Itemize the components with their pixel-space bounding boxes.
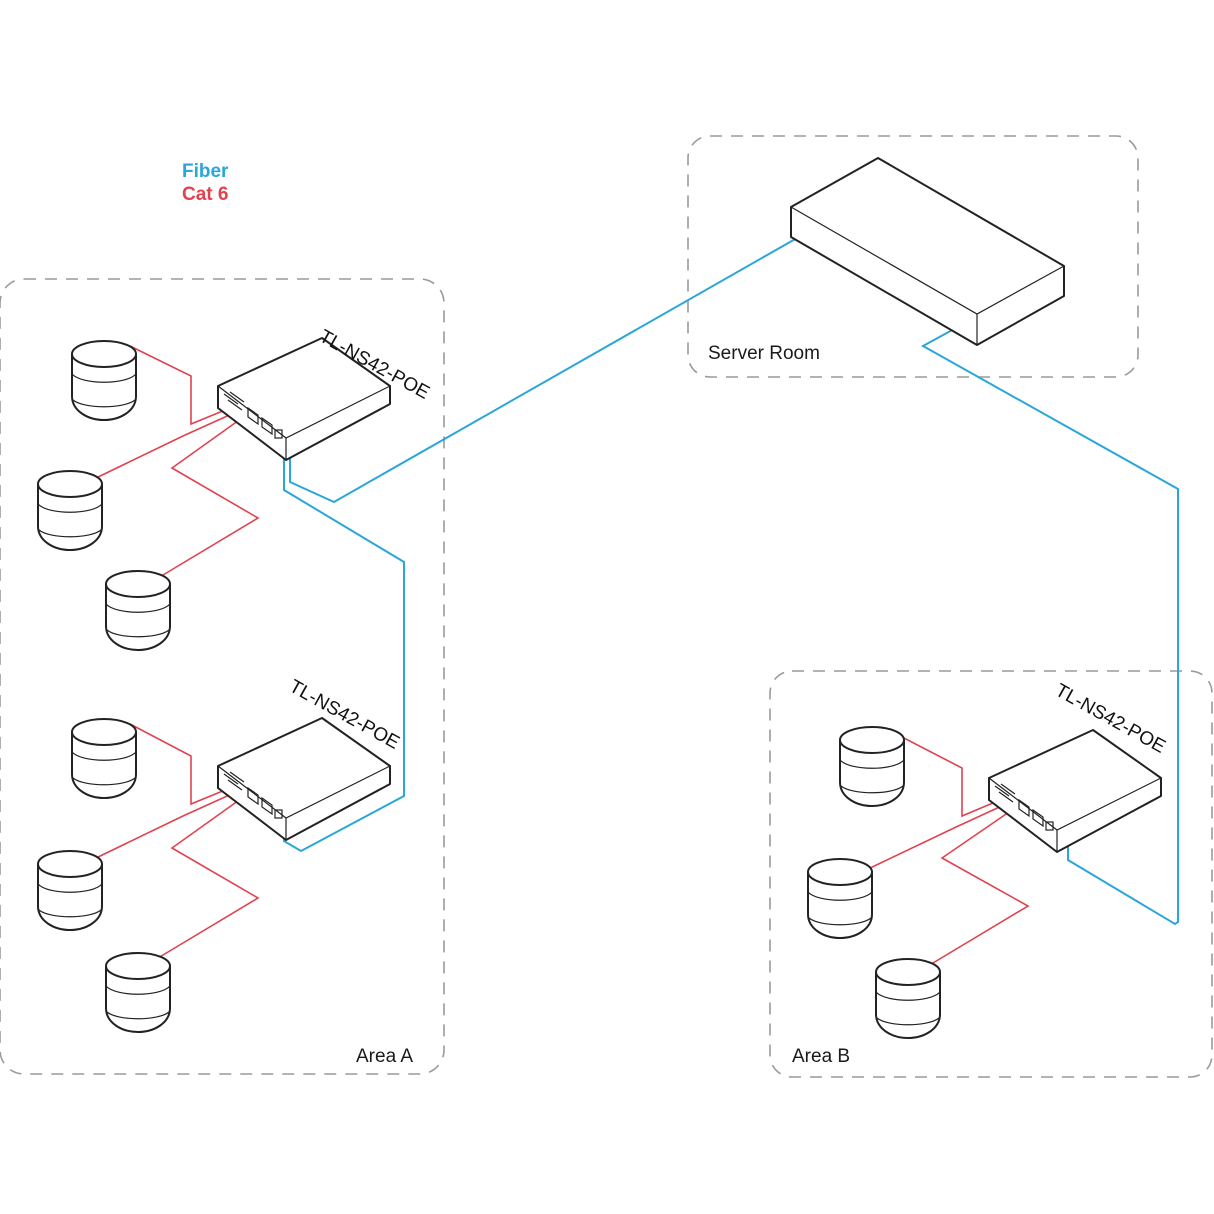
camera-icon bbox=[105, 570, 171, 651]
fiber-links bbox=[283, 237, 1179, 926]
cat6-link bbox=[899, 735, 1001, 818]
camera-icon bbox=[875, 958, 941, 1039]
server-room-label: Server Room bbox=[708, 343, 820, 364]
area-b-label: Area B bbox=[792, 1046, 850, 1067]
fiber-link-a1-server bbox=[289, 237, 798, 504]
cat6-link bbox=[95, 411, 237, 479]
cat6-link bbox=[927, 809, 1030, 967]
fiber-link-server-b1 bbox=[920, 322, 1179, 926]
cat6-links-a1 bbox=[95, 345, 260, 579]
cat6-link bbox=[95, 791, 237, 859]
legend-fiber: Fiber bbox=[182, 161, 229, 182]
camera-icon bbox=[71, 340, 137, 421]
camera-icon bbox=[37, 850, 103, 931]
camera-icon bbox=[839, 726, 905, 807]
legend-cat6: Cat 6 bbox=[182, 184, 228, 205]
camera-icon bbox=[37, 470, 103, 551]
cat6-links-a2 bbox=[95, 723, 260, 959]
cat6-link bbox=[157, 417, 260, 579]
camera-icon bbox=[105, 952, 171, 1033]
cat6-link bbox=[157, 797, 260, 959]
zone-area-b bbox=[769, 670, 1213, 1078]
cat6-link bbox=[129, 345, 231, 426]
legend: Fiber Cat 6 bbox=[182, 161, 229, 205]
cat6-links-b1 bbox=[865, 735, 1030, 967]
server-switch-icon bbox=[790, 157, 1065, 346]
poe-switch-icon bbox=[988, 729, 1162, 853]
zone-area-a bbox=[0, 278, 445, 1075]
area-a-label: Area A bbox=[356, 1046, 413, 1067]
camera-icon bbox=[71, 718, 137, 799]
camera-icon bbox=[807, 858, 873, 939]
cat6-link bbox=[129, 723, 231, 806]
cat6-link bbox=[865, 803, 1007, 871]
fiber-link-a1-a2 bbox=[283, 450, 405, 853]
